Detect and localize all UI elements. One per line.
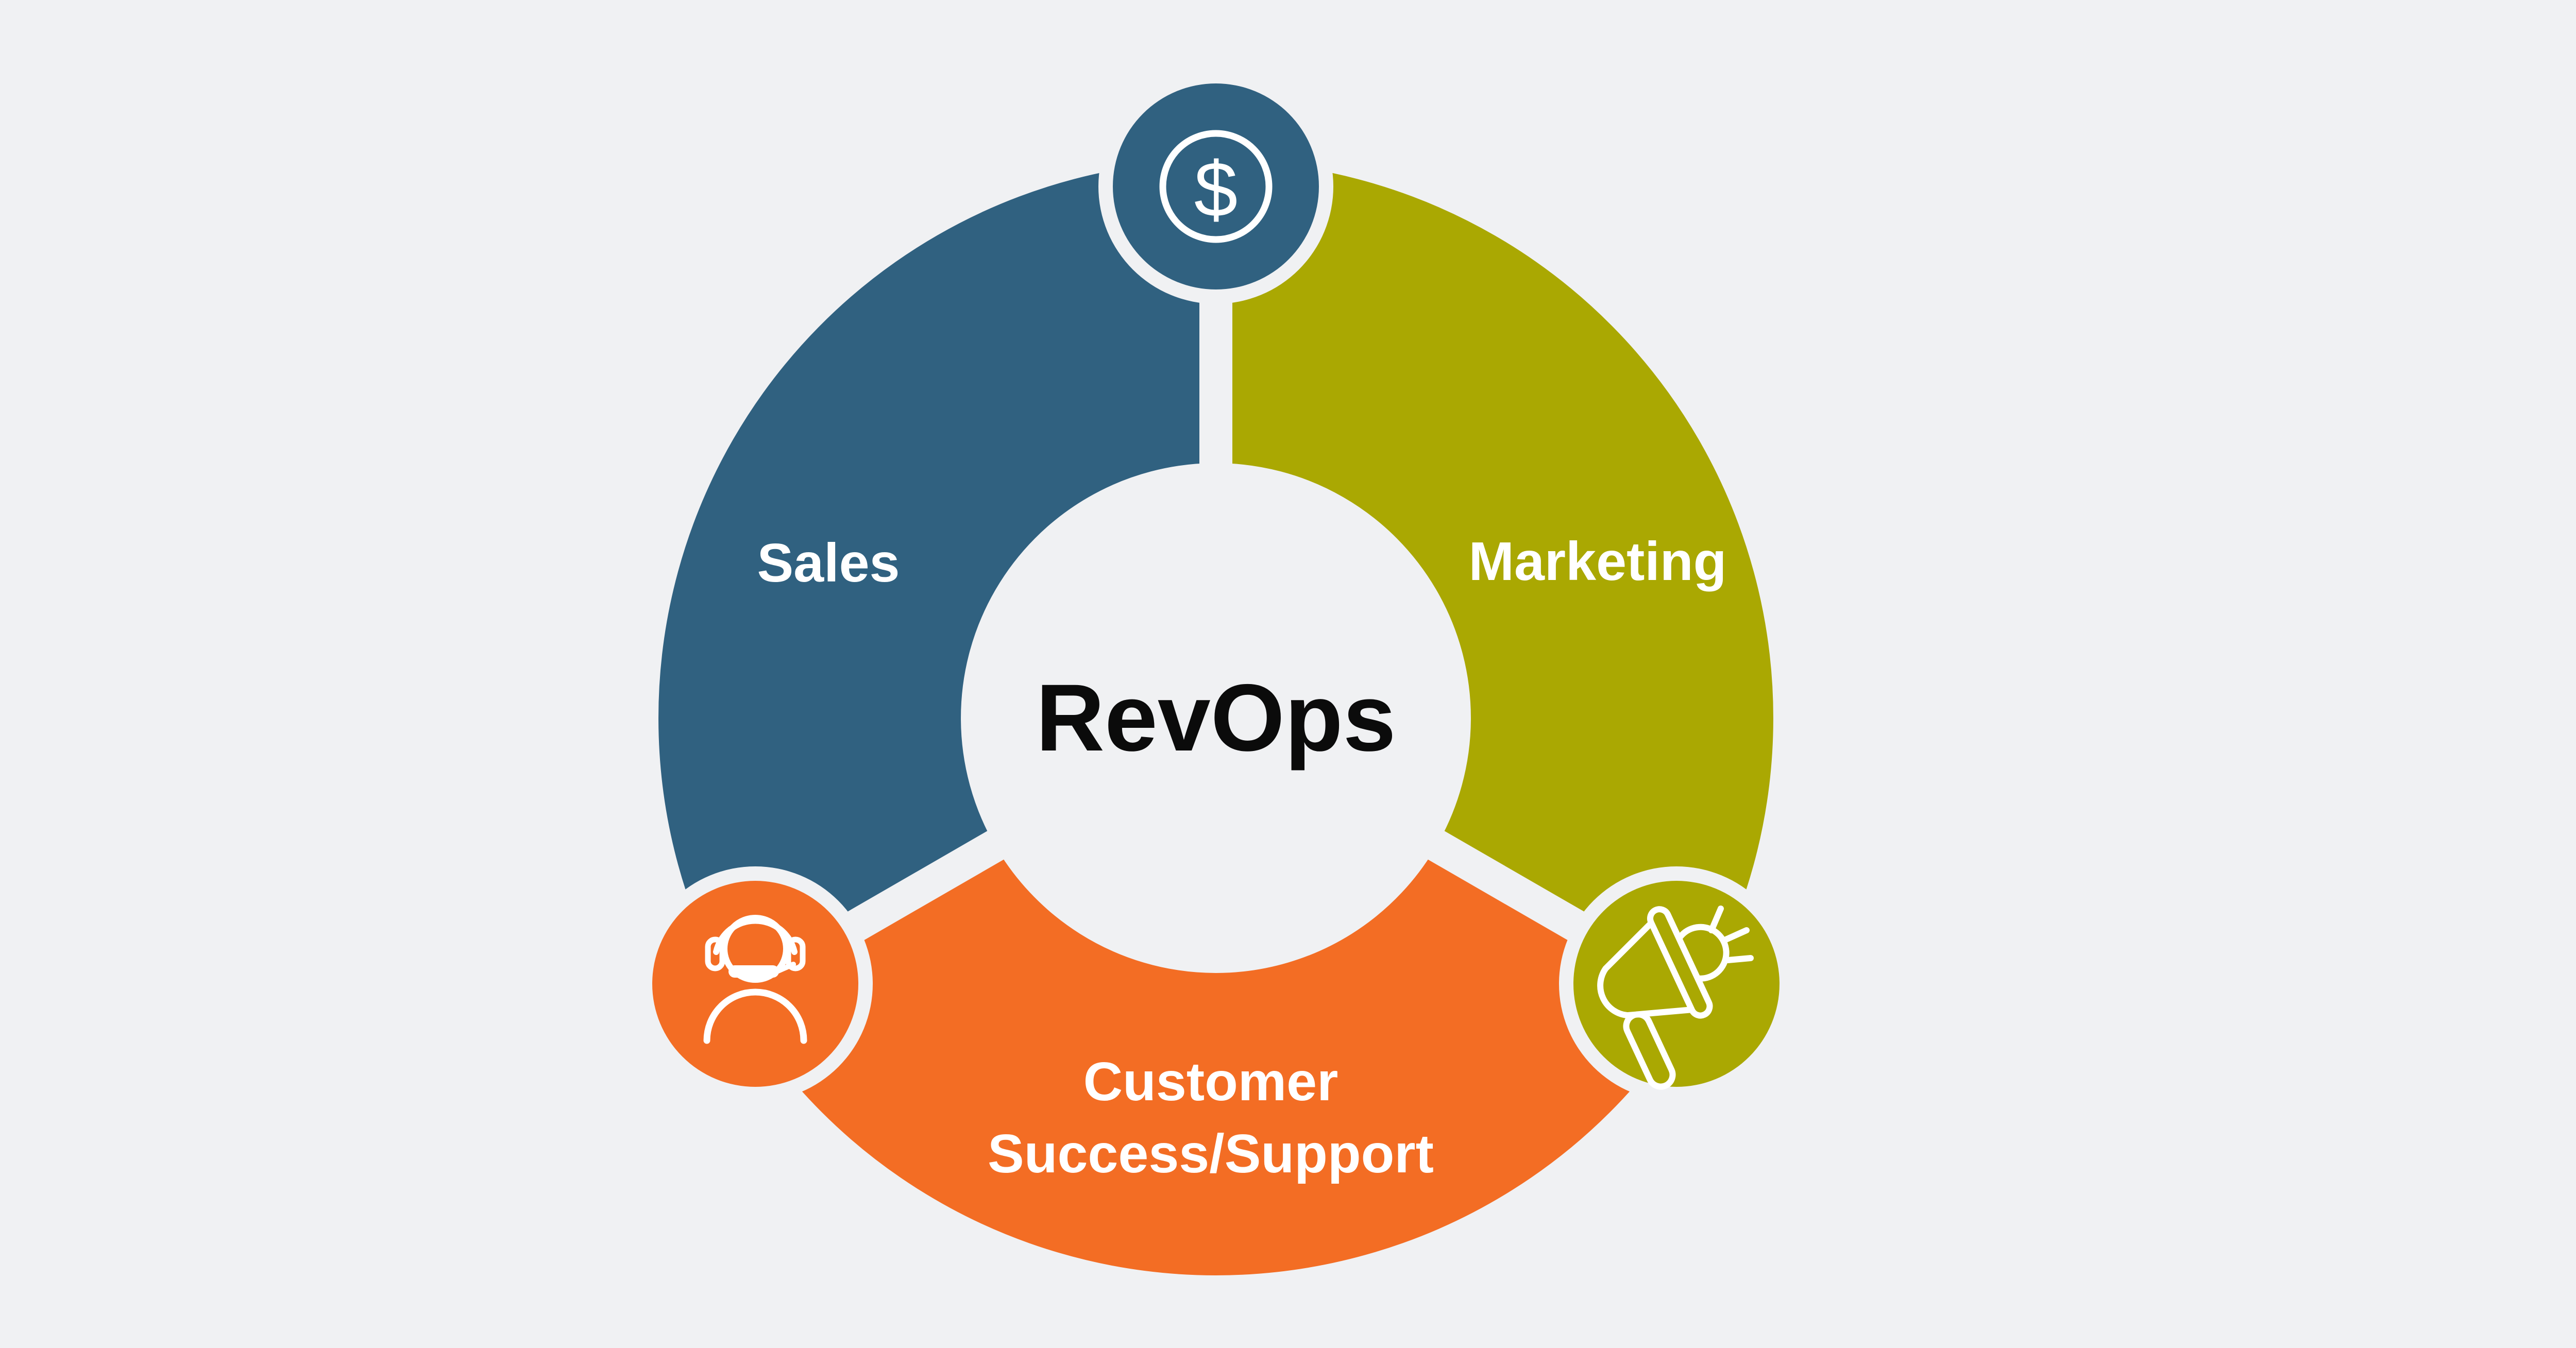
megaphone-rays	[1708, 906, 1754, 963]
support-badge	[638, 866, 873, 1101]
revenue-badge: $	[1098, 69, 1333, 304]
marketing-badge	[1559, 866, 1794, 1101]
megaphone-icon	[1597, 906, 1754, 1090]
sales-label: Sales	[757, 533, 900, 593]
headset-band	[713, 917, 798, 955]
customer-success-label-line2: Success/Support	[988, 1123, 1434, 1184]
segment-customer-success	[733, 844, 1699, 1275]
dollar-icon: $	[1159, 130, 1273, 243]
megaphone-rim	[1647, 906, 1713, 1019]
headset-icon	[703, 915, 807, 1044]
dollar-icon-glyph: $	[1194, 146, 1238, 233]
headset-mic	[728, 965, 779, 978]
marketing-label: Marketing	[1469, 531, 1727, 592]
support-badge-circle	[652, 881, 858, 1087]
headset-mic-arm	[774, 962, 796, 974]
revops-center-label: RevOps	[1036, 665, 1396, 771]
megaphone-ray-3	[1725, 955, 1754, 963]
dollar-icon-ring	[1159, 130, 1273, 243]
donut-ring	[658, 161, 1773, 1275]
segment-marketing	[1214, 161, 1773, 997]
headset-earcup-left	[705, 936, 725, 971]
revenue-badge-circle	[1113, 83, 1319, 289]
megaphone-ray-2	[1723, 927, 1750, 943]
megaphone-ray-1	[1708, 906, 1724, 933]
megaphone-cone	[1597, 914, 1703, 1019]
segment-sales	[658, 161, 1217, 997]
headset-earcup-right	[785, 936, 806, 971]
customer-success-label-line1: Customer	[1083, 1051, 1338, 1112]
headset-shoulders	[703, 988, 807, 1044]
